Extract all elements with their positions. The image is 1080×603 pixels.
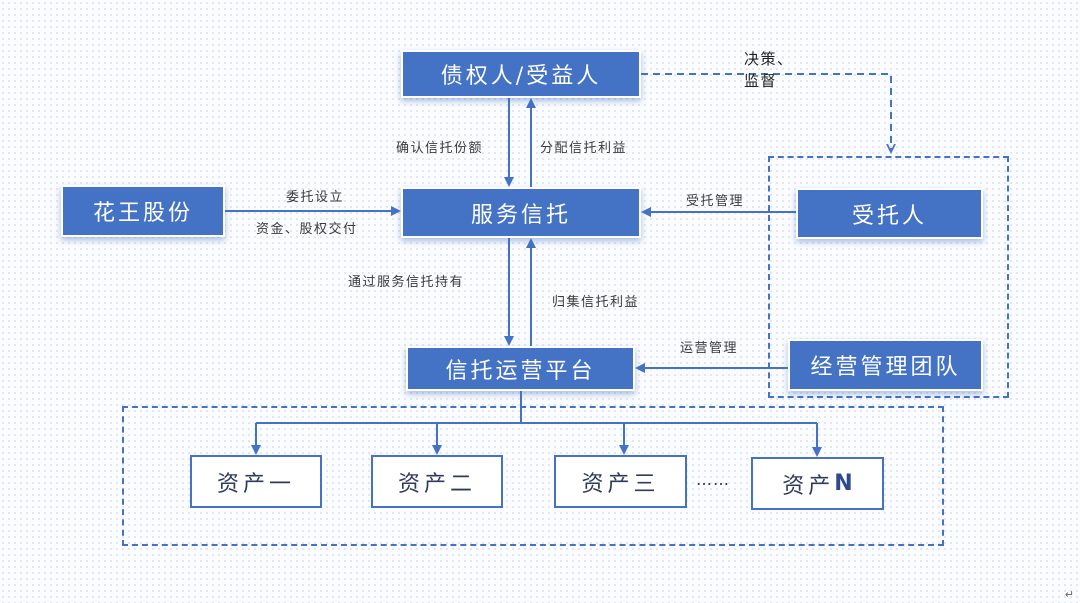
arrow-decision-supervision (641, 73, 891, 152)
label-distribute-benefit: 分配信托利益 (540, 141, 628, 156)
node-management-team: 经营管理团队 (788, 339, 983, 391)
node-asset-2: 资产二 (371, 455, 503, 508)
label-collect-benefit: 归集信托利益 (552, 295, 640, 310)
node-huawang-shares: 花王股份 (61, 185, 225, 237)
label-entrust-setup: 委托设立 (286, 190, 345, 205)
node-asset-3: 资产三 (554, 455, 687, 508)
label-operation-management: 运营管理 (680, 341, 739, 356)
node-asset-1: 资产一 (190, 455, 322, 508)
node-service-trust: 服务信托 (401, 187, 641, 238)
asset-n-suffix: N (834, 471, 853, 496)
label-decision-supervision: 决策、 监督 (744, 50, 794, 90)
asset-n-prefix: 资产 (782, 473, 835, 499)
trustee-group-boundary (768, 156, 1009, 398)
node-trustee: 受托人 (796, 188, 983, 239)
asset-ellipsis: …… (696, 470, 730, 489)
label-confirm-share: 确认信托份额 (396, 141, 484, 156)
label-hold-via-trust: 通过服务信托持有 (348, 275, 465, 290)
paragraph-return-mark: ↵ (1064, 588, 1074, 601)
asset-group-boundary (122, 406, 944, 546)
label-trustee-management: 受托管理 (686, 194, 745, 209)
node-trust-operation-platform: 信托运营平台 (406, 346, 635, 391)
node-creditor-beneficiary: 债权人/受益人 (401, 50, 641, 98)
label-fund-equity-delivery: 资金、股权交付 (256, 222, 358, 237)
